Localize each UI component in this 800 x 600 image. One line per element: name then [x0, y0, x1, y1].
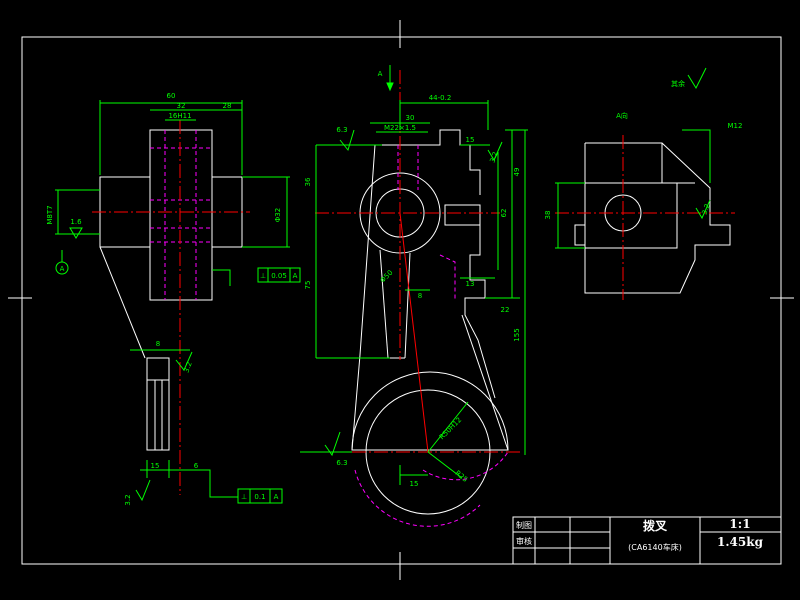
drawn-label: 制图: [516, 520, 532, 530]
roughness-3-2b: 3.2: [124, 494, 132, 505]
main-view-outline: [351, 129, 509, 515]
perp-value: 0.1: [254, 493, 265, 501]
datum-a-label: A: [60, 265, 65, 273]
flatness-value: 0.05: [271, 272, 287, 280]
scale-value: 1:1: [729, 517, 750, 531]
dim-8: 8: [156, 340, 160, 348]
left-view-hidden-lines: [150, 130, 212, 300]
perp-symbol: ⊥: [241, 493, 247, 501]
dim-15: 15: [466, 136, 475, 144]
dim-8: 8: [418, 292, 422, 300]
weight-value: 1.45kg: [717, 535, 764, 549]
left-view: 60 32 28 16H11 M8T7 1.6 Φ32 ⊥ 0.05 A 8 3…: [46, 92, 301, 506]
flatness-datum: A: [293, 272, 298, 280]
dim-49: 49: [513, 168, 521, 177]
dim-62: 62: [500, 209, 508, 218]
main-view-dimension-lines: [300, 65, 528, 485]
dim-28: 28: [223, 102, 232, 110]
dim-60: 60: [167, 92, 176, 100]
dim-r50h12: R50H12: [438, 416, 463, 441]
flatness-symbol: ⊥: [260, 272, 266, 280]
roughness-rest-label: 其余: [671, 79, 685, 88]
dim-16h11: 16H11: [168, 112, 191, 120]
dim-m22x1-5: M22×1.5: [384, 124, 416, 132]
roughness-6-3b: 6.3: [336, 459, 347, 467]
main-view: A 44-0.2 30 M22×1.5 6.3 15 3.2 36 49 62 …: [300, 65, 528, 527]
dim-38: 38: [544, 211, 552, 220]
roughness-1-6: 1.6: [70, 218, 82, 226]
dim-13: 13: [466, 280, 475, 288]
perp-datum: A: [274, 493, 279, 501]
left-view-centerlines: [92, 120, 250, 495]
dim-m12: M12: [728, 122, 743, 130]
roughness-3-2: 3.2: [700, 203, 711, 216]
dim-m8: M8T7: [46, 205, 54, 224]
dim-15: 15: [151, 462, 160, 470]
roughness-6-3: 6.3: [336, 126, 347, 134]
checked-label: 审核: [516, 536, 532, 546]
dim-6: 6: [194, 462, 199, 470]
title-block: 制图 审核 拨叉 (CA6140车床) 1:1 1.45kg: [512, 516, 782, 565]
left-view-dimension-lines: [55, 100, 301, 504]
right-view-centerlines: [555, 135, 735, 300]
main-view-hidden-lines: [354, 145, 509, 527]
part-name: 拨叉: [643, 518, 668, 533]
part-subtitle: (CA6140车床): [628, 542, 682, 552]
dim-phi32: Φ32: [274, 208, 282, 222]
dim-r25: R25: [453, 469, 469, 484]
right-view-dimension-lines: [555, 67, 711, 249]
sheet-frame: [8, 20, 794, 580]
dim-44: 44-0.2: [429, 94, 452, 102]
dim-15b: 15: [410, 480, 419, 488]
view-a-title: A向: [616, 111, 628, 120]
dim-75: 75: [304, 281, 312, 290]
dim-155: 155: [513, 328, 521, 341]
dim-36: 36: [304, 177, 312, 186]
right-view: A向 M12 38 3.2 其余: [544, 67, 743, 300]
dim-30: 30: [406, 114, 415, 122]
dim-32: 32: [177, 102, 186, 110]
roughness-3-2: 3.2: [488, 151, 499, 164]
roughness-3-2: 3.2: [182, 361, 193, 374]
dim-phi50: Φ50: [379, 269, 395, 285]
dim-22: 22: [501, 306, 510, 314]
left-view-outline: [99, 129, 243, 451]
right-view-outline: [574, 142, 731, 294]
title-block-grid: [512, 516, 782, 565]
view-arrow-a: A: [378, 70, 383, 78]
